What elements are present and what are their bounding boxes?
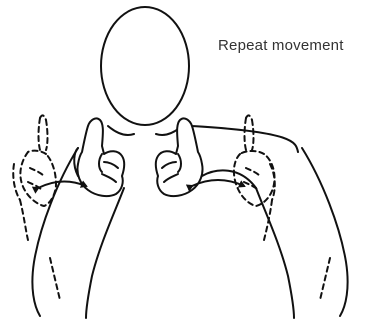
head-outline [101,7,189,125]
left-ghost-hand [13,115,56,240]
left-movement-arrow [38,181,86,188]
caption-text: Repeat movement [218,37,344,54]
neck-outline [108,126,182,135]
